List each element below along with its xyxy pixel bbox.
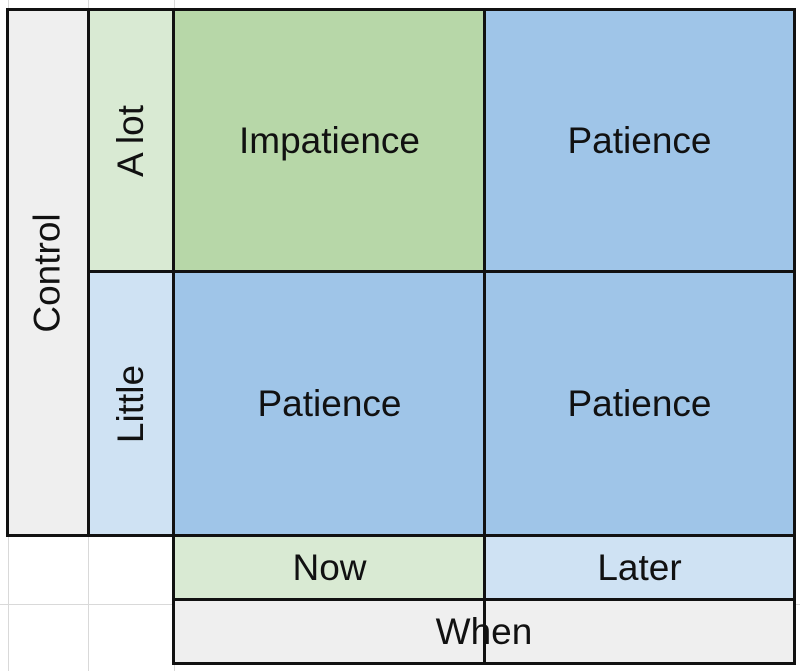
quadrant-label: Patience [567, 383, 712, 424]
border-line [7, 8, 795, 11]
quadrant-label: Impatience [239, 120, 420, 161]
control-axis-title-cell: Control [8, 10, 88, 536]
border-line [7, 534, 795, 537]
control-axis-title: Control [27, 213, 68, 333]
level-a-lot-label: A lot [110, 105, 151, 177]
quadrant-label: Patience [567, 120, 712, 161]
border-line [793, 8, 796, 665]
level-now-label: Now [292, 547, 367, 588]
border-line [483, 8, 486, 665]
level-little-cell: Little [88, 272, 174, 536]
level-little-label: Little [110, 364, 151, 444]
quadrant-a-lot-later: Patience [485, 10, 794, 272]
quadrant-a-lot-now: Impatience [174, 10, 485, 272]
border-line [87, 270, 795, 273]
border-line [6, 8, 9, 537]
level-a-lot-cell: A lot [88, 10, 174, 272]
quadrant-little-later: Patience [485, 272, 794, 536]
border-line [87, 8, 90, 537]
quadrant-label: Patience [257, 383, 402, 424]
level-later-label: Later [597, 547, 682, 588]
level-later-cell: Later [485, 536, 794, 600]
border-line [172, 8, 175, 665]
quadrant-little-now: Patience [174, 272, 485, 536]
level-now-cell: Now [174, 536, 485, 600]
